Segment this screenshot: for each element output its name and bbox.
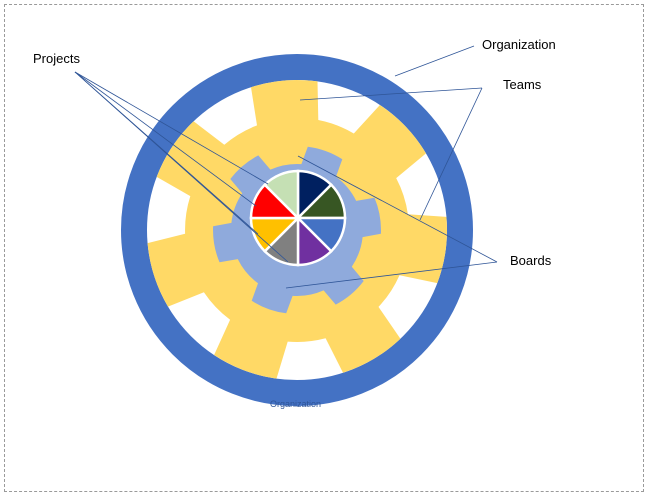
organization-leader [394,45,475,77]
ring-caption: Organization [270,399,322,409]
organization-label: Organization [482,37,556,52]
teams-leader-1 [299,87,483,101]
callout-leader-lines [74,45,498,289]
projects-label: Projects [33,51,80,66]
projects-pie [249,169,347,267]
boards-leader-2 [285,261,498,289]
projects-leader-4 [74,71,289,263]
organization-ring [121,54,473,406]
projects-leader-2 [74,71,257,207]
boards-label: Boards [510,253,552,268]
canvas-border [4,4,644,492]
teams-label: Teams [503,77,542,92]
teams-leader-2 [419,87,483,221]
project-segment [263,169,300,222]
projects-leader-1 [74,71,269,185]
boards-leader-1 [297,155,498,263]
